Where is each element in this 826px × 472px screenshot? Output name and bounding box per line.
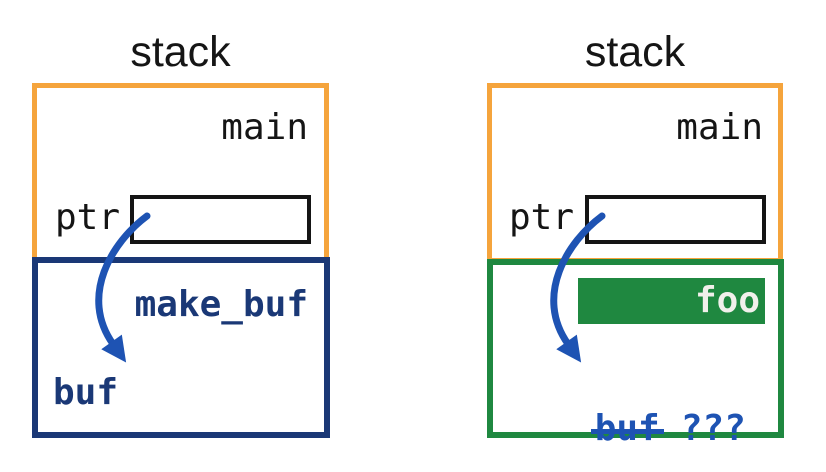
- right-caller-function-label: main: [676, 107, 763, 148]
- right-buffer-status-line: buf???: [508, 375, 746, 472]
- left-caller-function-label: main: [221, 107, 308, 148]
- right-buffer-unknown-status: ???: [680, 408, 746, 449]
- right-pointer-variable-label: ptr: [509, 197, 575, 238]
- right-stack-title: stack: [584, 28, 686, 76]
- right-callee-function-badge: foo: [578, 278, 765, 324]
- left-pointer-variable-label: ptr: [55, 197, 121, 238]
- left-callee-function-label: make_buf: [134, 284, 308, 325]
- right-callee-frame: [487, 259, 784, 438]
- left-pointer-value-slot: [130, 195, 311, 244]
- right-buffer-variable-label-struck: buf: [590, 408, 664, 449]
- right-pointer-value-slot: [585, 195, 766, 244]
- left-buffer-variable-label: buf: [53, 372, 119, 413]
- left-stack-title: stack: [130, 28, 231, 76]
- left-callee-frame: [32, 257, 330, 438]
